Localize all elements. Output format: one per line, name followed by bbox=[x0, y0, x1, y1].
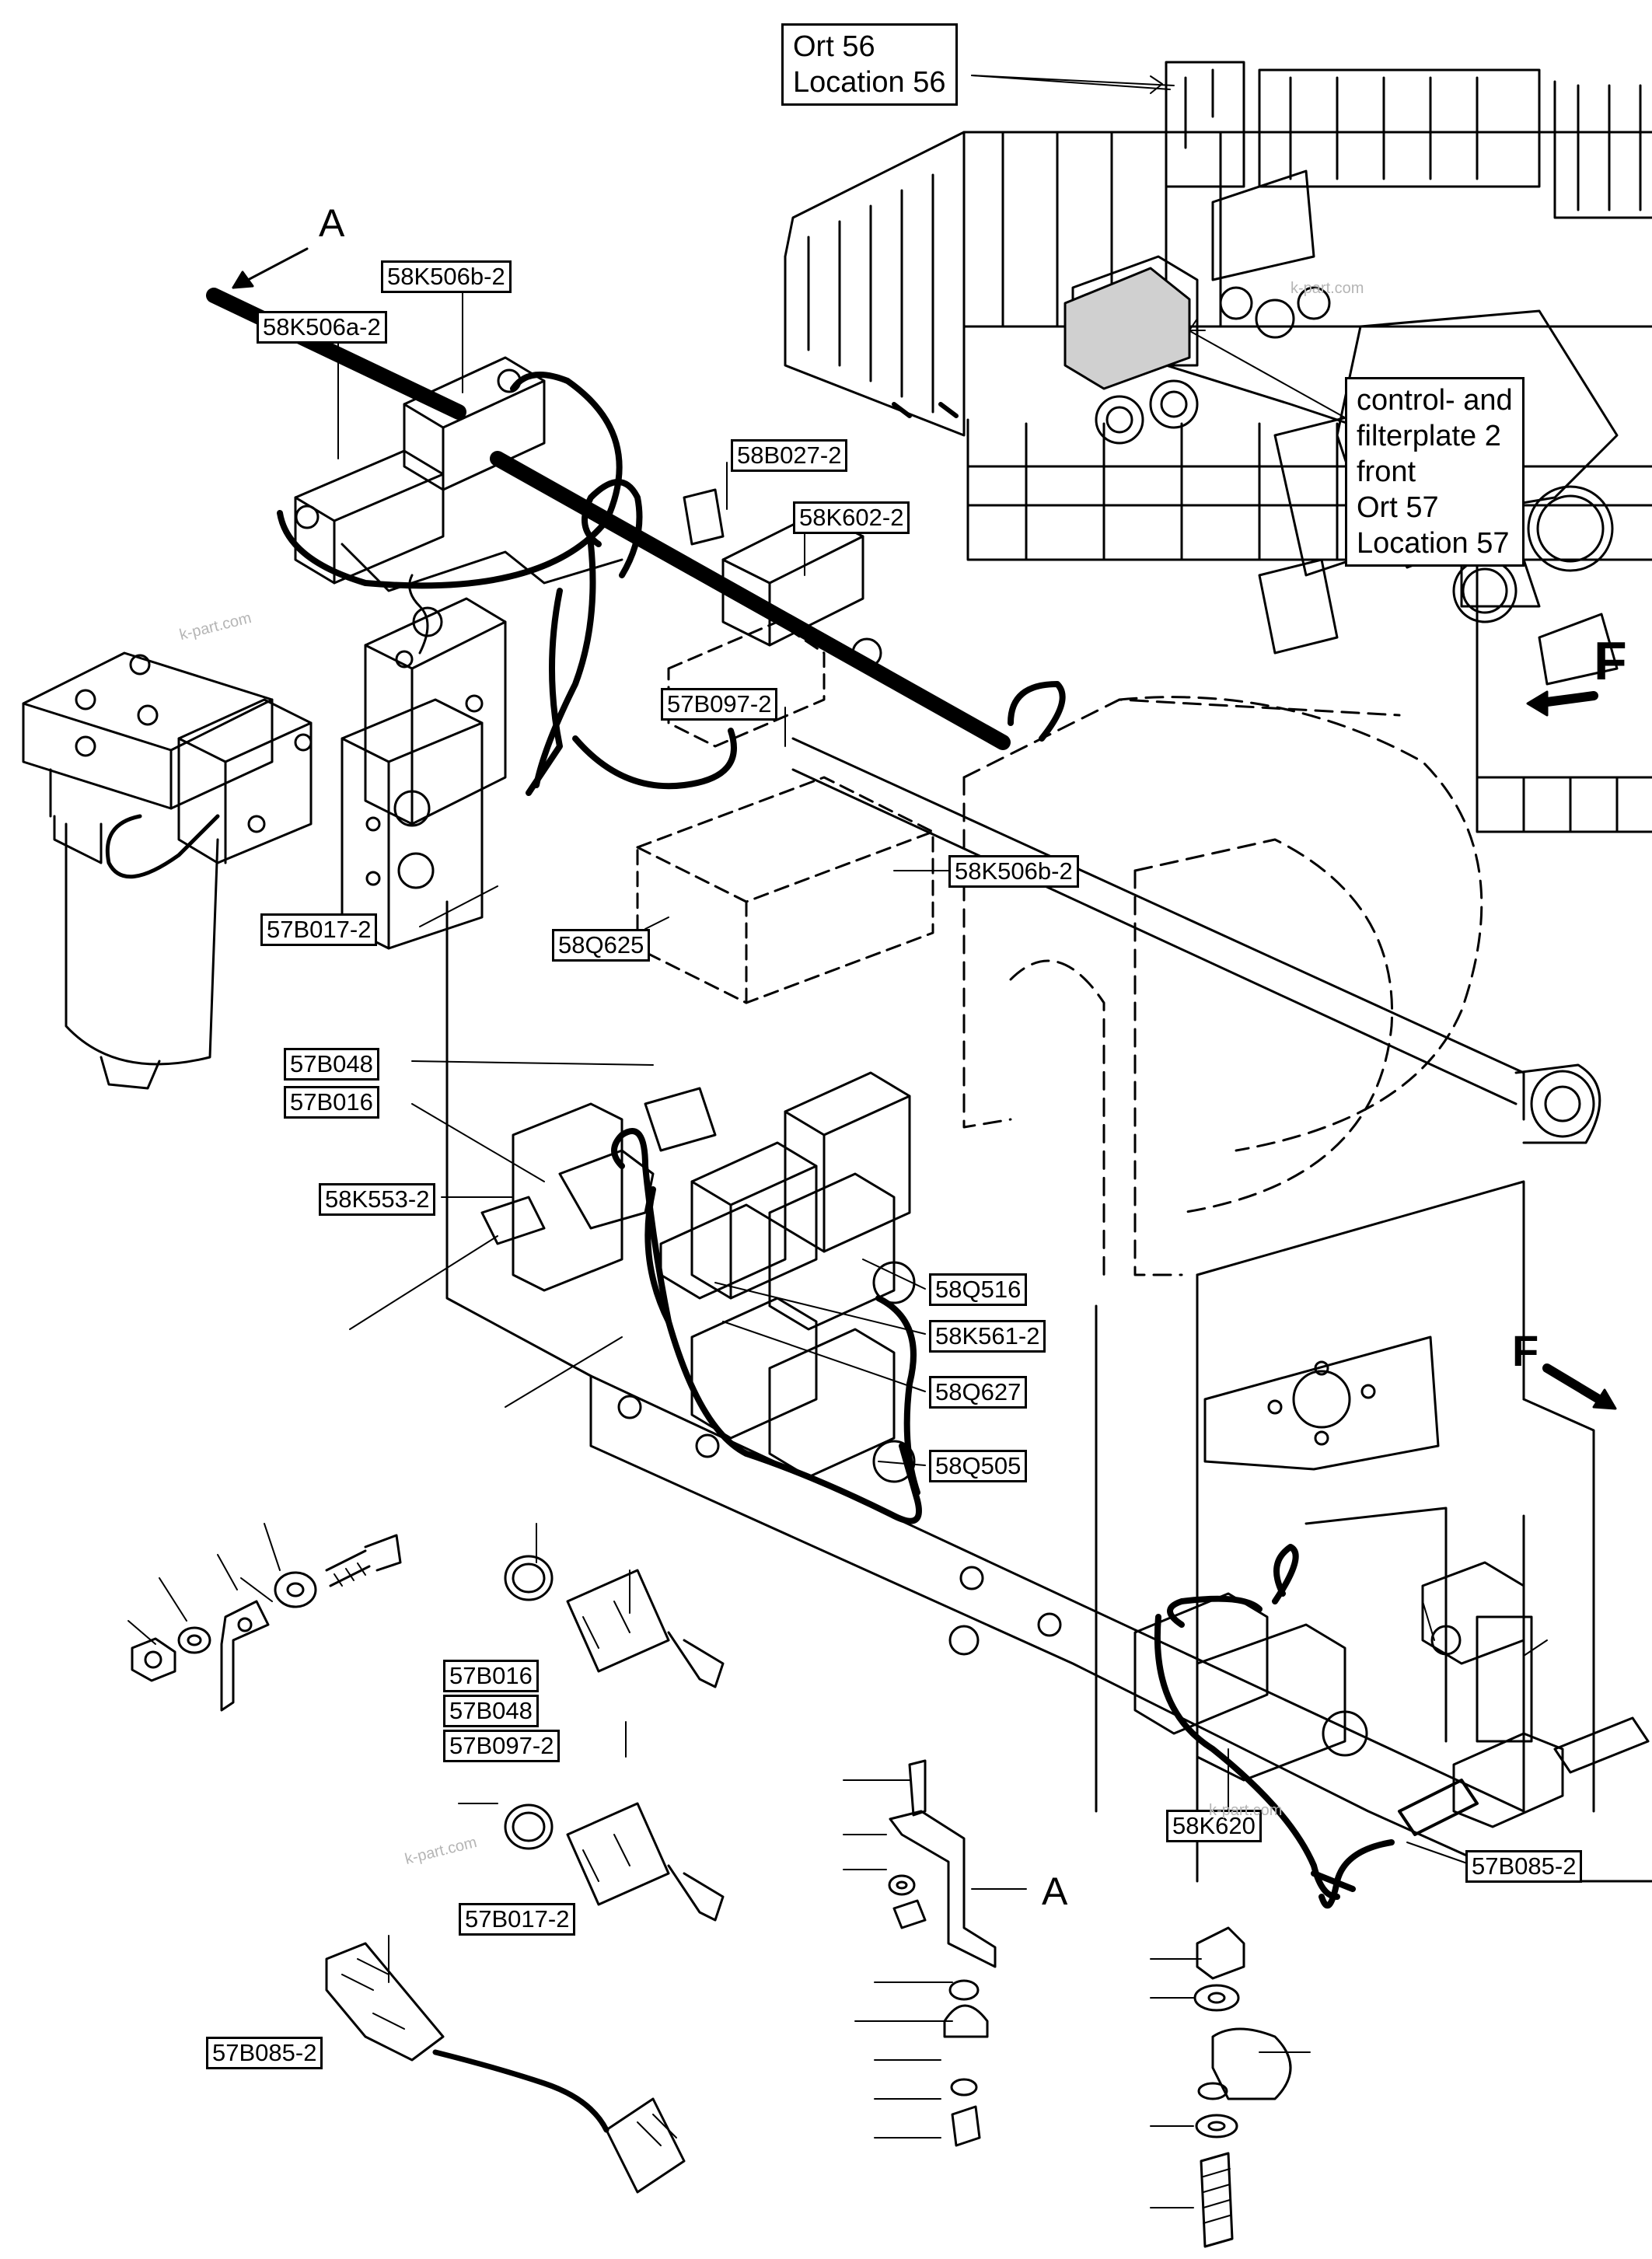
label-58q625: 58Q625 bbox=[552, 929, 651, 962]
label-58q505: 58Q505 bbox=[929, 1450, 1028, 1482]
label-control-filterplate: control- and filterplate 2 front Ort 57 … bbox=[1345, 377, 1525, 567]
front-marker-top: F bbox=[1594, 630, 1627, 691]
cables bbox=[277, 372, 1395, 1909]
detail-bolt-kit-left bbox=[131, 1534, 402, 1712]
label-58k553: 58K553-2 bbox=[319, 1183, 436, 1216]
label-58q627: 58Q627 bbox=[929, 1376, 1028, 1409]
label-58k506b-top: 58K506b-2 bbox=[381, 260, 512, 293]
label-57b017-detail: 57B017-2 bbox=[459, 1903, 576, 1936]
solenoid-valves-lower bbox=[480, 1071, 1525, 1782]
label-57b016-detail: 57B016 bbox=[443, 1660, 539, 1692]
filter-assembly bbox=[22, 651, 313, 1090]
watermark-1: k-part.com bbox=[1291, 280, 1364, 297]
label-57b048-main: 57B048 bbox=[284, 1048, 379, 1081]
detail-sensor-2 bbox=[504, 1802, 725, 1922]
label-control-filterplate-line1: control- and bbox=[1357, 384, 1513, 417]
label-58k602: 58K602-2 bbox=[793, 501, 910, 534]
watermark-4: k-part.com bbox=[1209, 1802, 1283, 1819]
label-control-filterplate-line3: front bbox=[1357, 456, 1416, 488]
valve-block-main bbox=[341, 574, 507, 950]
detail-bracket-a bbox=[888, 1759, 997, 2147]
label-58k561: 58K561-2 bbox=[929, 1320, 1046, 1353]
label-58k506b-mid: 58K506b-2 bbox=[948, 855, 1079, 888]
label-location-56-line1: Ort 56 bbox=[793, 30, 875, 63]
detail-sensor-1 bbox=[504, 1555, 725, 1688]
pipe-tube bbox=[791, 737, 1601, 1144]
label-57b017-main: 57B017-2 bbox=[260, 913, 378, 946]
label-58k620: 58K620 bbox=[1166, 1810, 1262, 1842]
view-marker-a-top: A bbox=[319, 201, 345, 245]
leader-lines bbox=[127, 75, 1548, 2208]
label-location-56: Ort 56 Location 56 bbox=[781, 23, 958, 106]
label-57b016-main: 57B016 bbox=[284, 1086, 379, 1119]
label-control-filterplate-line5: Location 57 bbox=[1357, 527, 1510, 560]
label-57b097: 57B097-2 bbox=[661, 688, 778, 721]
solenoid-valves-top bbox=[294, 356, 882, 669]
label-58b027: 58B027-2 bbox=[731, 439, 848, 472]
label-location-56-line2: Location 56 bbox=[793, 66, 946, 99]
view-marker-a-detail: A bbox=[1042, 1870, 1068, 1913]
direction-arrows bbox=[232, 247, 1617, 1410]
tank-cylinder bbox=[962, 696, 1483, 1276]
shaft-rods bbox=[206, 288, 1011, 750]
label-control-filterplate-line2: filterplate 2 bbox=[1357, 420, 1501, 452]
label-57b097-detail: 57B097-2 bbox=[443, 1730, 561, 1762]
detail-cable-sensor bbox=[325, 1942, 686, 2194]
label-57b085-right: 57B085-2 bbox=[1465, 1850, 1583, 1883]
label-control-filterplate-line4: Ort 57 bbox=[1357, 491, 1439, 524]
label-57b085-detail: 57B085-2 bbox=[206, 2037, 323, 2069]
detail-clamp-right bbox=[1193, 1926, 1292, 2248]
label-58k506a: 58K506a-2 bbox=[257, 311, 387, 344]
label-57b048-detail: 57B048 bbox=[443, 1695, 539, 1727]
fittings-right bbox=[1398, 1615, 1650, 1836]
label-58q516: 58Q516 bbox=[929, 1273, 1028, 1306]
front-marker-mid: F bbox=[1512, 1326, 1539, 1375]
